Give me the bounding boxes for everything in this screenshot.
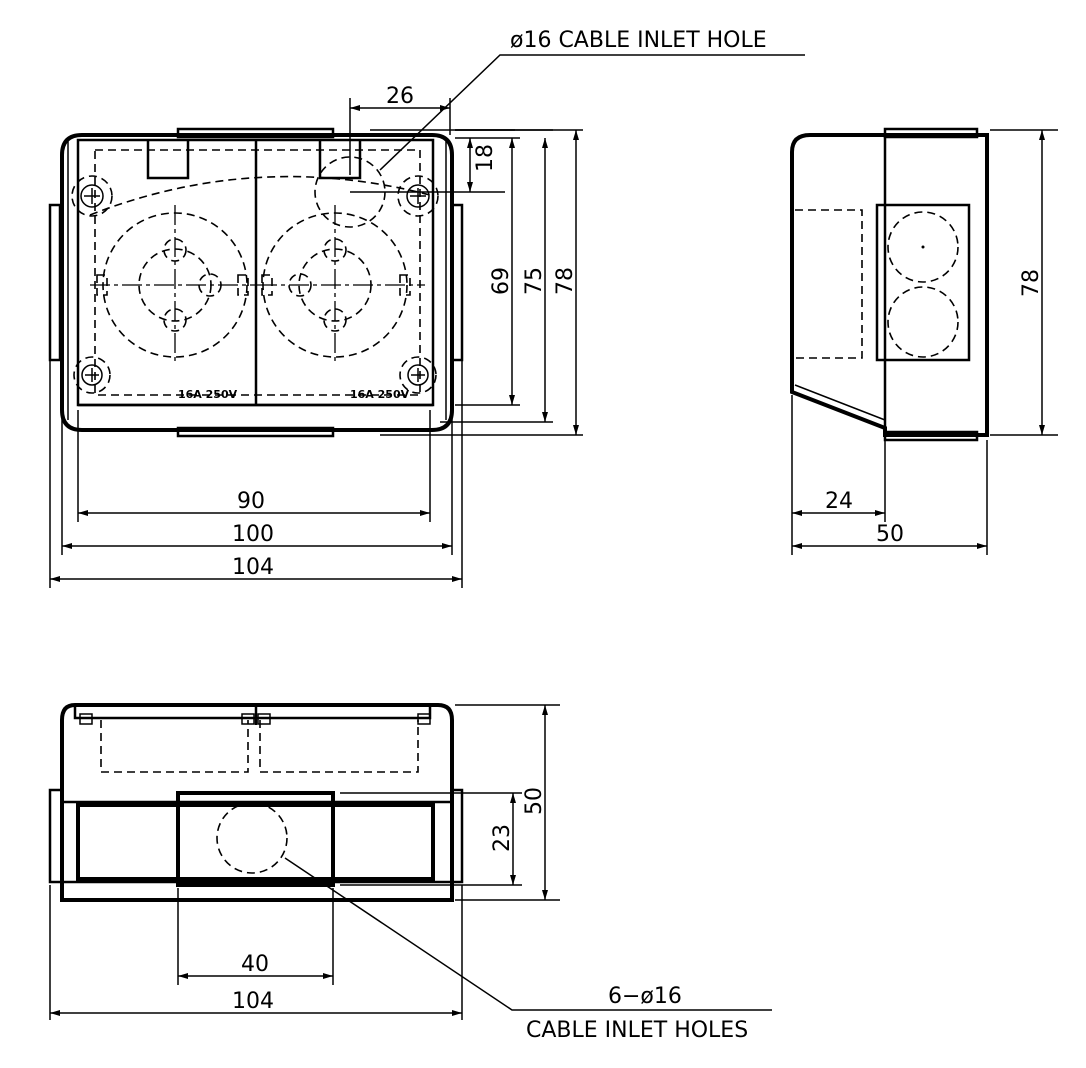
bottom-view: 6−ø16 CABLE INLET HOLES 50 23 40 [48,703,772,1043]
dim-24-label: 24 [825,489,853,514]
front-dashed-arc [89,175,431,216]
dim-100-label: 100 [232,522,274,547]
dim-24: 24 [791,395,886,555]
screw-top-right-icon [397,175,439,217]
side-bottom-tab [883,430,979,442]
dim-78-front: 78 [380,129,583,436]
bottom-dashed-recess-left [100,720,249,773]
bottom-right-lug [450,788,464,884]
dim-104-front-label: 104 [232,555,274,580]
dim-23-label: 23 [490,824,515,852]
dim-78-side: 78 [990,129,1058,436]
front-outer-body [60,133,454,432]
dim-104-bottom: 104 [49,885,463,1020]
socket-left [90,205,255,365]
front-view: 16A 250V 16A 250V ø16 CABLE INLET HOLE 2… [48,28,805,588]
screw-top-left-icon [71,175,113,217]
dim-40: 40 [177,888,334,985]
socket-left-pin-bottom [163,308,187,332]
bottom-outer-body [60,703,454,902]
dim-26: 26 [349,84,451,175]
dim-104-front: 104 [49,360,463,588]
dim-26-label: 26 [386,84,414,109]
dim-50-bottom-label: 50 [522,787,547,815]
front-top-tab [176,127,335,139]
dim-69-label: 69 [489,267,514,295]
front-right-lug [450,203,464,362]
holes-text-label: CABLE INLET HOLES [526,1018,748,1043]
holes-count-label: 6−ø16 [608,984,682,1009]
dim-50-side-label: 50 [876,522,904,547]
bottom-inlet-hole [216,802,288,874]
dim-50-bottom: 50 [455,704,560,901]
front-notch-right [318,140,362,180]
dim-50-side: 50 [792,440,988,555]
dim-90: 90 [77,410,431,522]
side-inlet-hole-bottom [887,286,959,358]
dim-40-label: 40 [241,952,269,977]
front-notch-left [146,140,190,180]
bottom-dashed-recess-right [259,720,419,773]
socket-right-pin-bottom [323,308,347,332]
dim-75-label: 75 [522,267,547,295]
dim-104-bottom-label: 104 [232,989,274,1014]
bottom-lid-strip [73,703,432,720]
dim-90-label: 90 [237,489,265,514]
side-inlet-hole-top [887,211,959,283]
socket-label-left: 16A 250V [178,388,238,401]
front-inner-edge [67,140,447,420]
dim-100: 100 [61,410,453,555]
side-top-tab [883,127,979,139]
socket-right [257,205,425,365]
front-bottom-tab [176,426,335,438]
screw-bottom-right-icon [399,356,437,394]
cable-inlet-leader [379,54,805,171]
bottom-inlet-block [176,791,335,887]
side-outer-body [790,133,989,437]
side-view: 78 24 50 [790,127,1058,555]
dim-18-label: 18 [473,144,498,172]
cable-inlet-callout: ø16 CABLE INLET HOLE [510,28,767,53]
bottom-band [60,800,454,884]
socket-right-pin-left [288,273,312,297]
dim-78-side-label: 78 [1019,269,1044,297]
dim-23: 23 [340,792,522,886]
dim-18: 18 [350,129,515,193]
side-inlet-block [875,203,971,362]
side-dashed-recess [795,209,863,359]
front-left-lug [48,203,62,362]
socket-label-right: 16A 250V [350,388,410,401]
front-dashed-outline [94,149,421,396]
screw-bottom-left-icon [73,356,111,394]
bottom-inner-band [76,803,435,881]
bottom-left-lug [48,788,64,884]
dim-69: 69 [455,137,520,406]
dim-78-front-label: 78 [553,267,578,295]
holes-leader [284,857,772,1011]
